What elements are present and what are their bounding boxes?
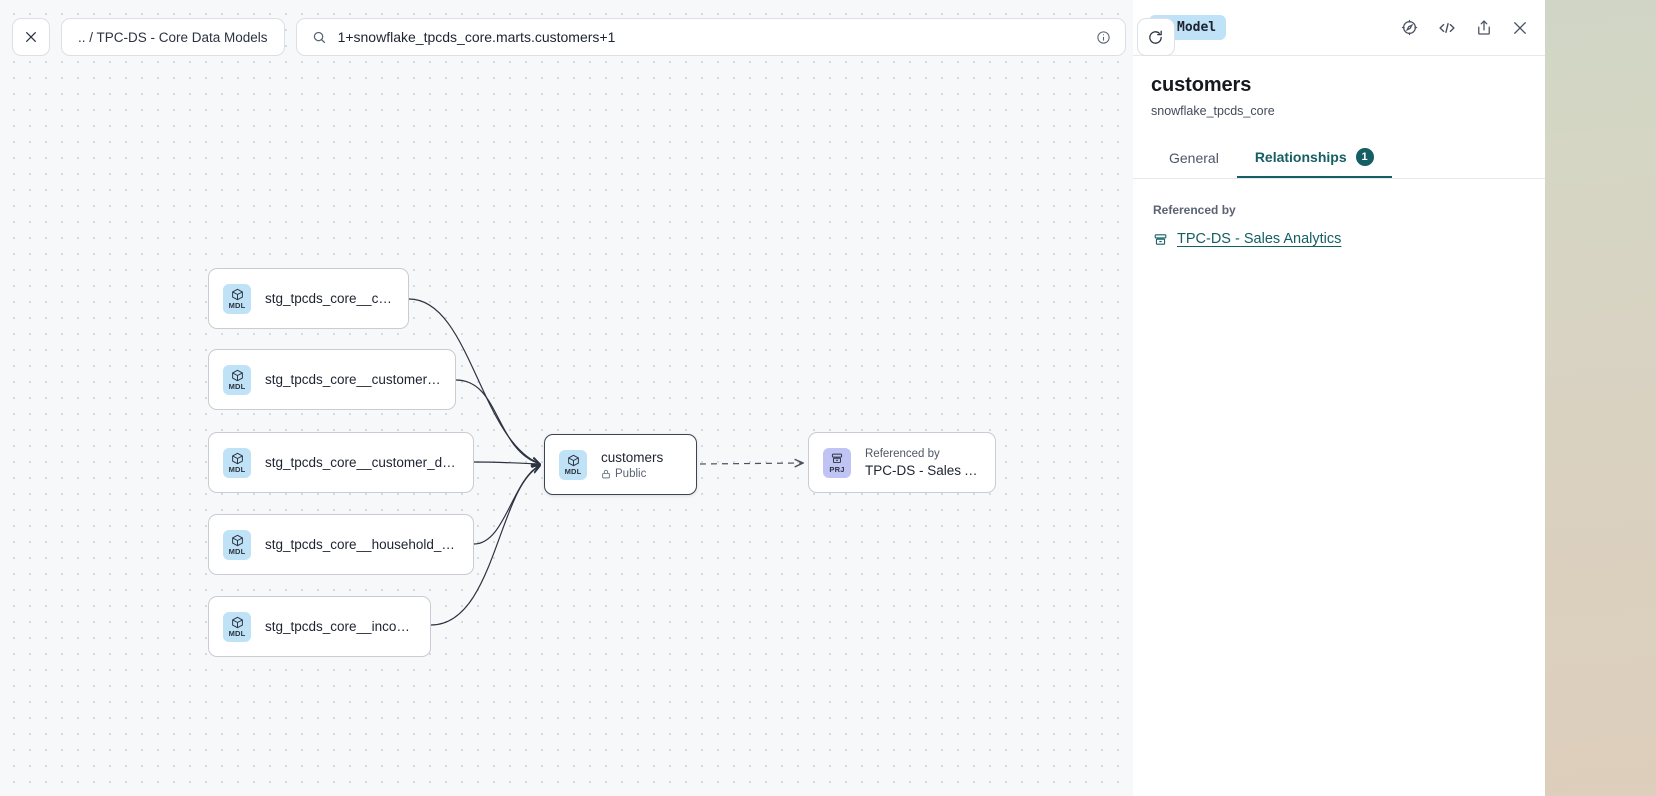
lineage-node-stg-household-demographics[interactable]: MDL stg_tpcds_core__household_demogr… [208, 514, 474, 575]
node-title: TPC-DS - Sales Analytics [865, 462, 981, 478]
badge-text: PRJ [829, 464, 845, 474]
node-title: stg_tpcds_core__income_band [265, 619, 416, 634]
node-relation-label: Referenced by [865, 447, 940, 460]
model-badge: MDL [223, 283, 251, 314]
node-title: stg_tpcds_core__household_demogr… [265, 537, 459, 552]
tab-relationships-label: Relationships [1254, 149, 1347, 165]
details-panel-heading: customers snowflake_tpcds_core [1133, 56, 1545, 118]
badge-text: MDL [228, 464, 246, 474]
lock-icon [602, 469, 610, 478]
search-input[interactable] [337, 29, 1085, 45]
close-icon [25, 31, 37, 43]
node-text: stg_tpcds_core__income_band [265, 619, 416, 634]
panel-header-actions [1400, 18, 1529, 37]
lineage-node-stg-customer[interactable]: MDL stg_tpcds_core__customer [208, 268, 409, 329]
model-badge: MDL [223, 364, 251, 395]
model-badge: MDL [559, 449, 587, 480]
details-panel-header: Model [1133, 0, 1545, 56]
compass-icon[interactable] [1400, 18, 1419, 37]
lineage-node-referenced-by-project[interactable]: PRJ Referenced by TPC-DS - Sales Analyti… [808, 432, 996, 493]
lineage-canvas[interactable]: MDL stg_tpcds_core__customer MDL stg_tpc… [0, 0, 1133, 796]
node-title: stg_tpcds_core__customer [265, 291, 394, 306]
cube-icon [231, 534, 243, 546]
section-label-referenced-by: Referenced by [1153, 203, 1236, 217]
share-icon[interactable] [1475, 18, 1493, 37]
page-subtitle: snowflake_tpcds_core [1151, 104, 1275, 118]
details-panel-body: Referenced by TPC-DS - Sales Analytics [1133, 179, 1545, 796]
project-icon [831, 453, 843, 463]
lineage-node-customers-selected[interactable]: MDL customers Public [544, 434, 697, 495]
close-lineage-button[interactable] [12, 18, 50, 56]
node-title: stg_tpcds_core__customer_address [265, 372, 441, 387]
model-badge: MDL [223, 447, 251, 478]
tab-relationships-count: 1 [1355, 148, 1374, 166]
lineage-edges [408, 298, 1133, 626]
cube-icon [231, 369, 243, 381]
model-badge: MDL [223, 529, 251, 560]
cube-icon [231, 288, 243, 300]
refresh-icon [1149, 30, 1162, 44]
project-icon [1154, 233, 1167, 245]
lineage-node-stg-customer-demographics[interactable]: MDL stg_tpcds_core__customer_demogra… [208, 432, 474, 493]
details-tabs: General Relationships 1 [1133, 140, 1545, 179]
breadcrumb[interactable]: .. / TPC-DS - Core Data Models [61, 18, 285, 56]
cube-icon [567, 454, 579, 466]
badge-text: MDL [228, 381, 246, 391]
refresh-button[interactable] [1136, 18, 1175, 56]
close-panel-icon[interactable] [1511, 19, 1529, 37]
node-text: Referenced by TPC-DS - Sales Analytics [865, 448, 981, 478]
node-text: stg_tpcds_core__customer_address [265, 372, 441, 387]
search-icon [313, 31, 325, 43]
node-access: Public [601, 468, 663, 480]
badge-text: MDL [228, 546, 246, 556]
node-access-label: Public [615, 467, 647, 480]
cube-icon [231, 616, 243, 628]
lineage-node-stg-income-band[interactable]: MDL stg_tpcds_core__income_band [208, 596, 431, 657]
node-title: customers [601, 449, 664, 465]
lineage-toolbar: .. / TPC-DS - Core Data Models [12, 18, 1175, 56]
details-panel: Model [1133, 0, 1545, 796]
project-badge: PRJ [823, 447, 851, 478]
badge-text: MDL [228, 300, 246, 310]
lineage-search[interactable] [295, 18, 1126, 56]
entity-type-label: Model [1177, 20, 1217, 35]
info-circle-icon[interactable] [1096, 30, 1111, 45]
badge-text: MDL [564, 466, 582, 476]
node-text: stg_tpcds_core__household_demogr… [265, 537, 459, 552]
lineage-node-stg-customer-address[interactable]: MDL stg_tpcds_core__customer_address [208, 349, 456, 410]
badge-text: MDL [228, 628, 246, 638]
background-strip [1545, 0, 1656, 796]
tab-general-label: General [1169, 150, 1219, 166]
node-text: stg_tpcds_core__customer_demogra… [265, 455, 459, 470]
reference-link[interactable]: TPC-DS - Sales Analytics [1177, 231, 1342, 247]
cube-icon [231, 452, 243, 464]
node-text: stg_tpcds_core__customer [265, 291, 394, 306]
code-icon[interactable] [1437, 19, 1457, 37]
node-title: stg_tpcds_core__customer_demogra… [265, 455, 459, 470]
tab-relationships[interactable]: Relationships 1 [1236, 140, 1392, 178]
page-title: customers [1151, 74, 1252, 96]
tab-general[interactable]: General [1151, 142, 1237, 178]
model-badge: MDL [223, 611, 251, 642]
list-item[interactable]: TPC-DS - Sales Analytics [1153, 231, 1527, 247]
node-text: customers Public [601, 450, 663, 480]
